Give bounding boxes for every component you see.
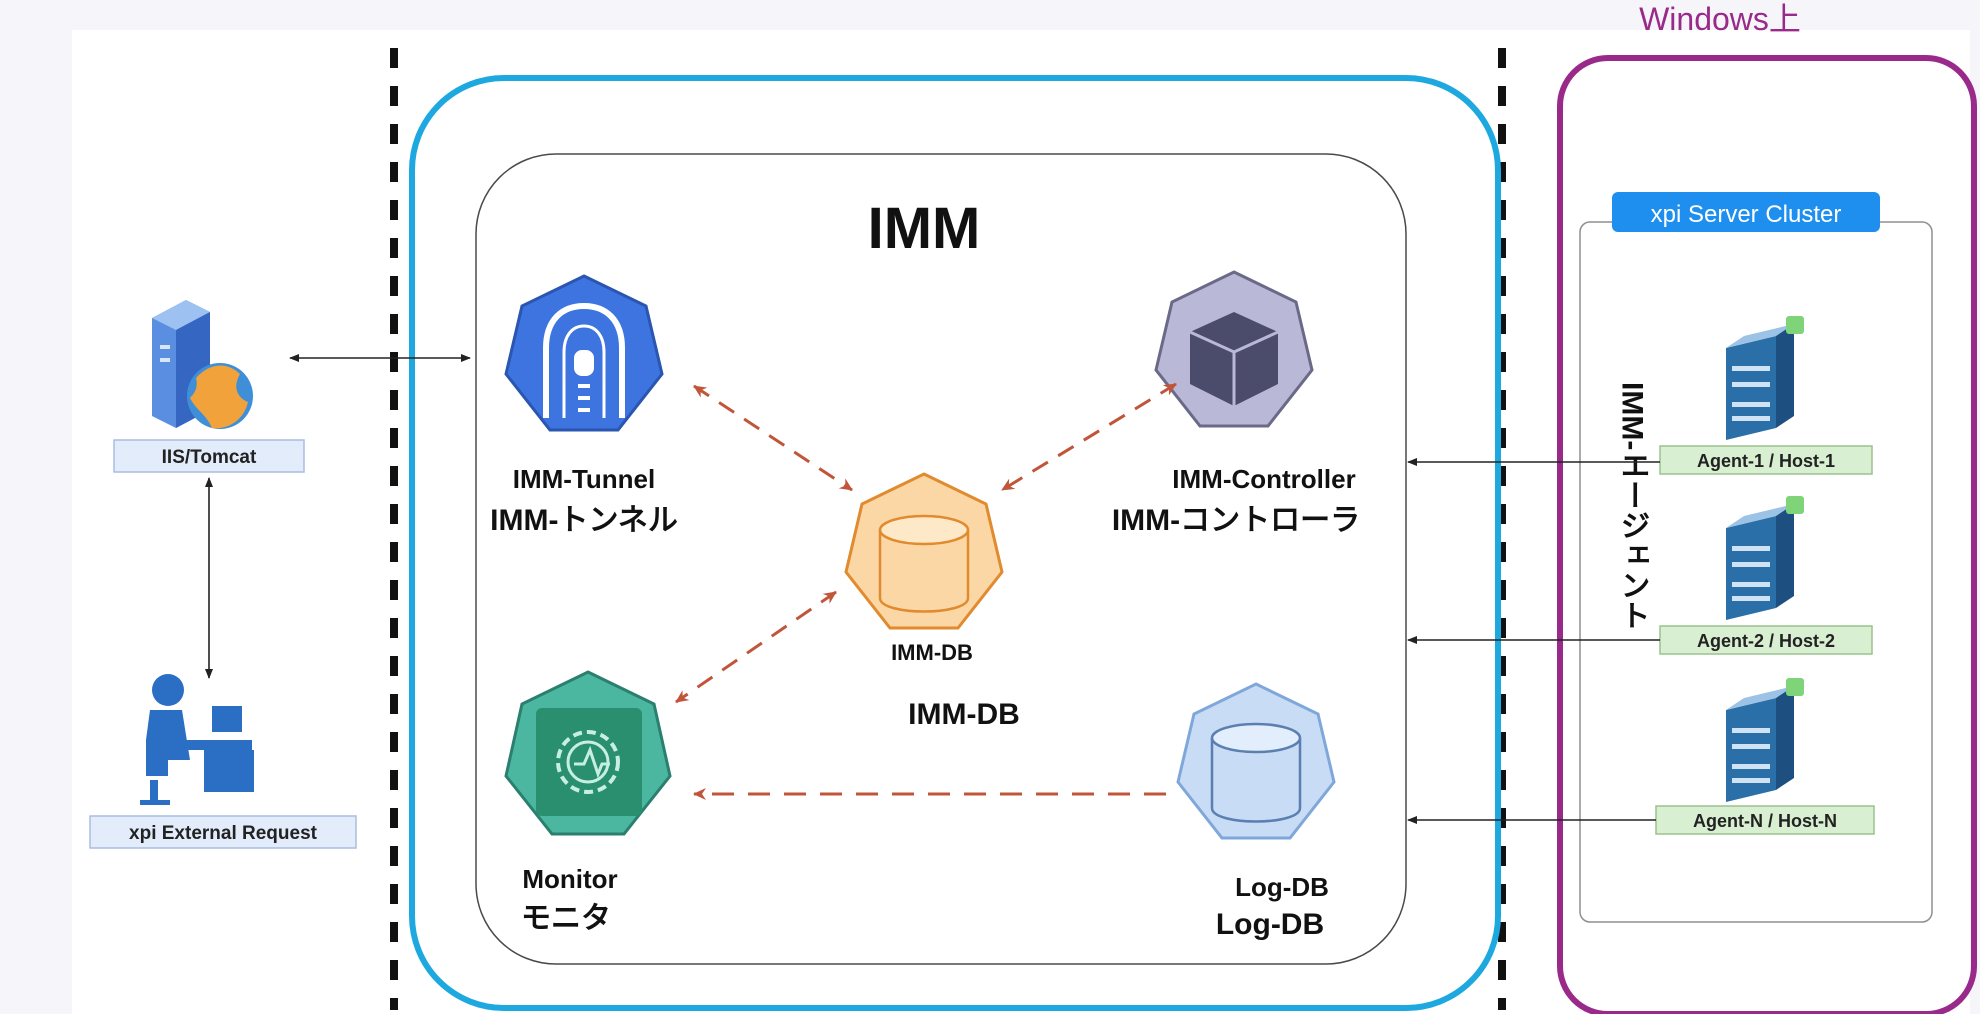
agent-2-server-icon xyxy=(1726,496,1804,620)
agent-1-label-box xyxy=(1659,445,1873,475)
agent-1-label: Agent-1 / Host-1 xyxy=(1697,451,1835,471)
imm-outer-frame xyxy=(409,75,1501,1011)
monitor-icon xyxy=(504,670,672,836)
external-request-icon xyxy=(140,674,254,805)
log-db-label-ja: Log-DB xyxy=(1216,908,1324,941)
agent-vertical-label: IMM-エージェント xyxy=(1616,382,1649,630)
imm-title: IMM xyxy=(868,196,981,261)
windows-frame xyxy=(1557,55,1977,1014)
agent-n-label-box xyxy=(1655,805,1875,835)
log-db-label-en: Log-DB xyxy=(1235,872,1329,902)
imm-db-label-ja: IMM-DB xyxy=(908,698,1020,731)
controller-label-ja: IMM-コントローラ xyxy=(1112,504,1360,537)
windows-label: Windows上 xyxy=(1639,1,1801,37)
agent-2-label: Agent-2 / Host-2 xyxy=(1697,631,1835,651)
cluster-badge xyxy=(1612,192,1880,232)
controller-icon xyxy=(1154,270,1314,428)
tunnel-db-arrow xyxy=(693,384,853,492)
monitor-label-en: Monitor xyxy=(522,864,617,894)
imm-db-label-en: IMM-DB xyxy=(891,640,973,665)
controller-db-arrow xyxy=(1001,382,1177,492)
agent-1-server-icon xyxy=(1726,316,1804,440)
tunnel-label-ja: IMM-トンネル xyxy=(490,504,678,537)
agent-n-label: Agent-N / Host-N xyxy=(1693,811,1837,831)
imm-db-icon xyxy=(844,472,1004,630)
request-label: xpi External Request xyxy=(129,823,318,844)
agent-n-server-icon xyxy=(1726,678,1804,802)
server-label-box xyxy=(113,439,305,473)
tunnel-label-en: IMM-Tunnel xyxy=(513,464,655,494)
monitor-label-ja: モニタ xyxy=(521,902,611,935)
agent-2-label-box xyxy=(1659,625,1873,655)
controller-label-en: IMM-Controller xyxy=(1172,464,1355,494)
tunnel-icon xyxy=(504,274,664,432)
server-label: IIS/Tomcat xyxy=(162,447,257,468)
db-monitor-arrow xyxy=(675,590,837,704)
log-db-icon xyxy=(1176,682,1336,840)
web-server-icon xyxy=(152,300,253,429)
cluster-title: xpi Server Cluster xyxy=(1651,201,1842,228)
request-label-box xyxy=(89,815,357,849)
